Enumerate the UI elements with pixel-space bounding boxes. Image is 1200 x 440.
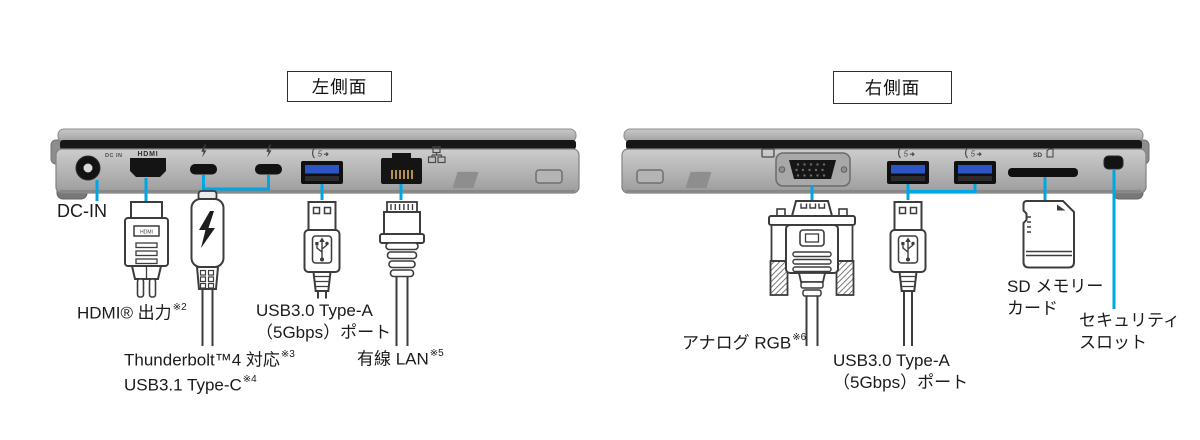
latch [535, 169, 563, 184]
right-laptop-body [621, 148, 1147, 194]
analog-rgb-footnote: ※6 [792, 332, 807, 343]
right-laptop-illustration: SD [621, 128, 1150, 200]
monitor-print-icon [761, 148, 775, 158]
lan-port [381, 153, 422, 184]
svg-text:SD: SD [1033, 152, 1042, 159]
callout-usb-bracket-right [906, 184, 977, 200]
usb-a-cable-left [317, 291, 327, 299]
right-callout-lines [810, 169, 1116, 309]
usb-a-plug-illustration-left [303, 201, 341, 299]
dc-in-port [75, 155, 101, 181]
usb-type-c-footnote: ※4 [242, 374, 257, 385]
hdmi-label: HDMI® 出力※2 [77, 302, 187, 323]
vent-grille-right [685, 171, 712, 189]
usb-a-port-right-1 [887, 161, 929, 184]
sd-card-label-line1: SD メモリー [1007, 277, 1104, 296]
usb-a-cable-right [903, 291, 913, 346]
hdmi-print: HDMI [137, 151, 158, 158]
vga-thumbscrew-right [835, 260, 855, 296]
lan-print-icon [427, 146, 446, 164]
vga-plug-illustration [768, 200, 856, 346]
lid-black-band [60, 140, 576, 150]
sd-card-slot [1008, 168, 1078, 177]
sd-card-label-line2: カード [1007, 299, 1058, 318]
usb-a-label-right-line2: （5Gbps）ポート [833, 373, 969, 392]
lan-label: 有線 LAN※5 [357, 348, 444, 369]
lan-cable [395, 276, 409, 346]
thunderbolt-footnote: ※3 [280, 349, 295, 360]
thunderbolt-icon [199, 211, 215, 248]
vga-port [775, 152, 851, 187]
usb-type-c-label: USB3.1 Type-C※4 [124, 374, 257, 395]
thunderbolt-plug-illustration [190, 190, 225, 346]
security-slot-label-line1: セキュリティ [1079, 311, 1180, 330]
hdmi-port [130, 158, 166, 177]
usb-a-label-left-line1: USB3.0 Type-A [256, 301, 373, 320]
thunderbolt-label: Thunderbolt™4 対応※3 [124, 349, 295, 370]
usb-a-port-right-2 [954, 161, 996, 184]
vga-thumbscrew-left [769, 260, 789, 296]
lid-black-band-right [626, 140, 1142, 150]
usb-a-label-right-line1: USB3.0 Type-A [833, 351, 950, 370]
analog-rgb-label: アナログ RGB※6 [682, 332, 807, 353]
thunderbolt-cable [201, 289, 214, 346]
vga-cable [805, 296, 819, 346]
security-slot-label-line2: スロット [1079, 333, 1147, 352]
thunderbolt-port-2 [255, 164, 282, 175]
right-side-title: 右側面 [833, 71, 952, 104]
svg-text:HDMI: HDMI [140, 230, 153, 236]
lan-plug-illustration [379, 201, 425, 346]
latch-right [636, 169, 664, 184]
usb-a-port [301, 161, 343, 184]
sd-card-illustration [1022, 200, 1075, 269]
dc-in-label: DC-IN [57, 201, 107, 221]
left-callout-lines [95, 175, 403, 201]
dc-in-print: DC IN [105, 153, 122, 159]
security-slot [1103, 155, 1124, 170]
hdmi-footnote: ※2 [172, 302, 187, 313]
usb-a-plug-illustration-right [889, 201, 927, 346]
vent-grille [452, 171, 479, 189]
hdmi-plug-illustration: HDMI [124, 201, 169, 298]
thunderbolt-port-1 [190, 164, 217, 175]
left-side-title: 左側面 [287, 71, 392, 102]
lan-footnote: ※5 [429, 348, 444, 359]
left-laptop-illustration: DC IN HDMI [50, 128, 580, 200]
sd-print-icon: SD [1033, 148, 1054, 159]
usb-a-label-left-line2: （5Gbps）ポート [256, 323, 392, 342]
